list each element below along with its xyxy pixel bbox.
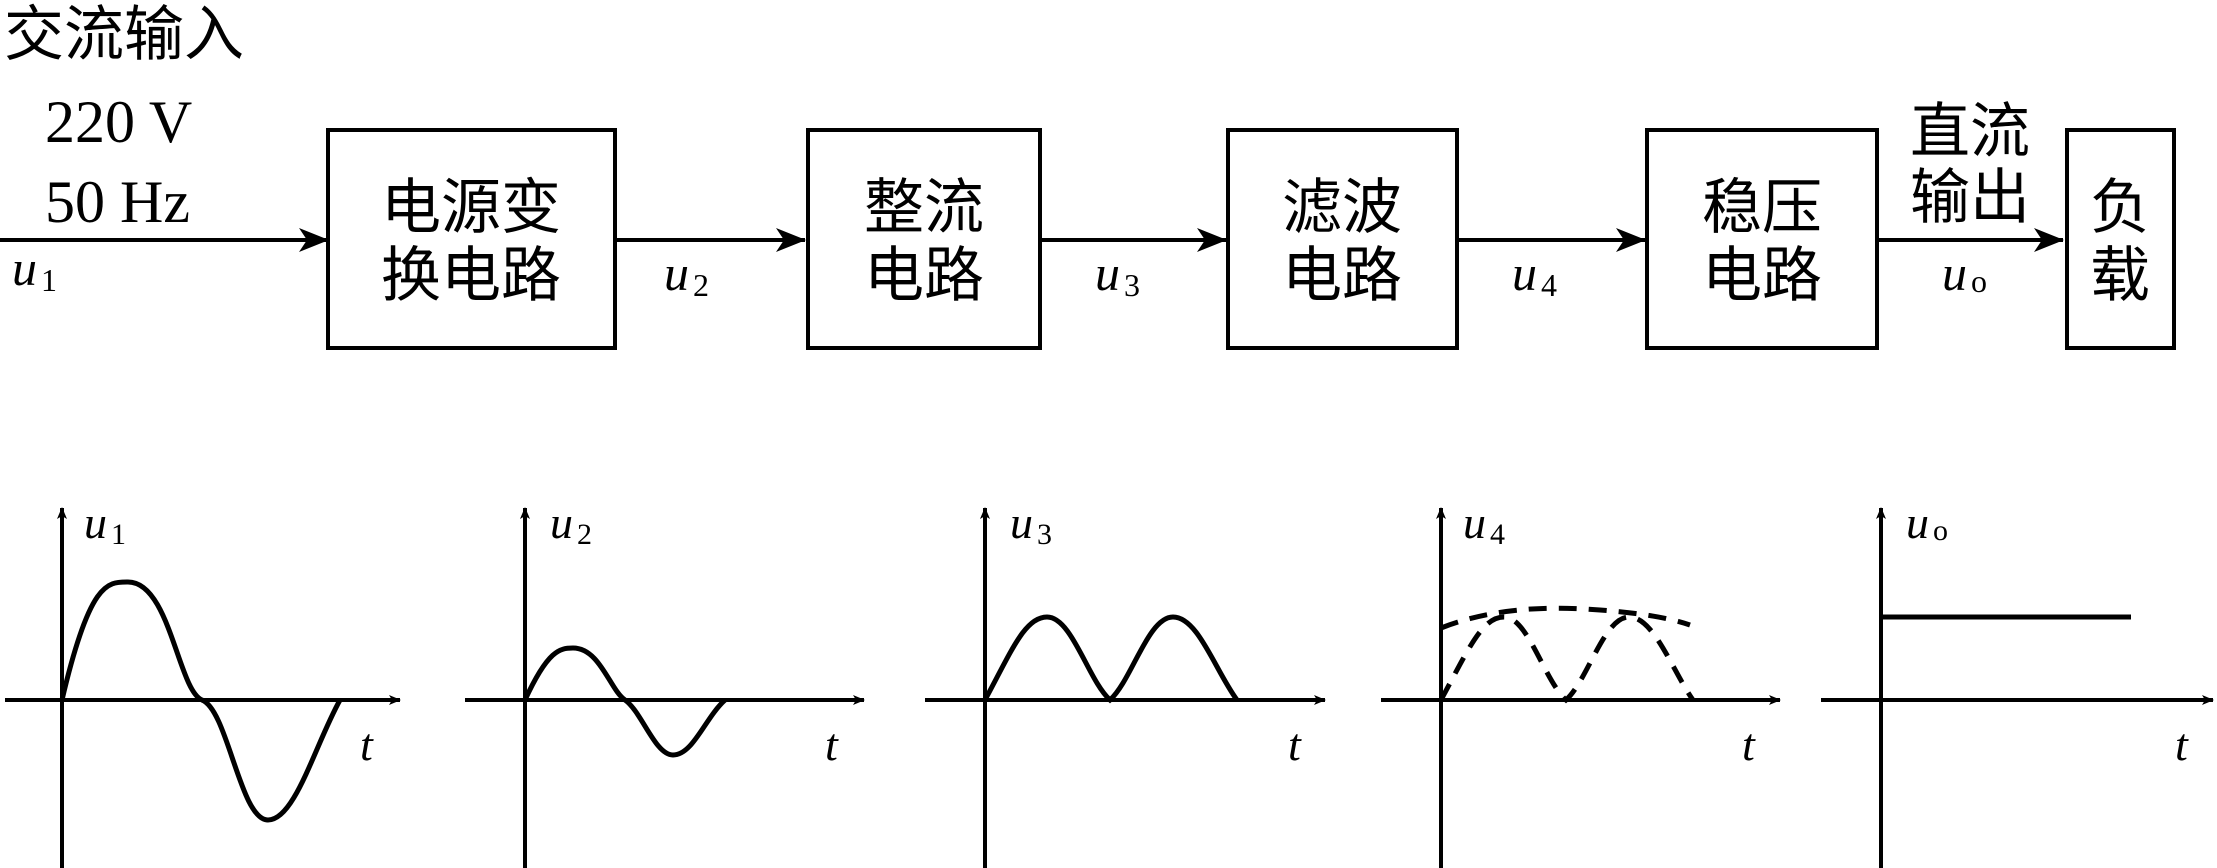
block-load: 负 载: [2065, 128, 2176, 350]
output-label-line1: 直流: [1910, 97, 2030, 167]
input-frequency: 50 Hz: [45, 169, 190, 235]
output-label-line2: 输出: [1910, 163, 2030, 233]
block-filter: 滤波 电路: [1226, 128, 1459, 350]
block-label-line2: 换电路: [381, 241, 561, 311]
waveform-sine-small: [522, 645, 727, 758]
block-label-line2: 电路: [1702, 241, 1822, 311]
waveform-rectified-dashed: [1438, 614, 1696, 704]
waveform-sine-large: [59, 579, 343, 823]
block-label-line1: 电源变: [381, 173, 561, 243]
block-label-line2: 载: [2090, 241, 2150, 311]
axis-label-t: t: [825, 719, 839, 770]
input-label: 交流输入: [4, 0, 244, 70]
waveform-filtered-envelope: [1440, 605, 1691, 631]
block-label-line1: 负: [2090, 173, 2150, 243]
axis-label-t: t: [1742, 719, 1756, 770]
input-voltage: 220 V: [45, 89, 192, 155]
axis-label-t: t: [360, 719, 374, 770]
block-label-line2: 电路: [1282, 241, 1402, 311]
axis-label-t: t: [2175, 719, 2189, 770]
block-rectifier: 整流 电路: [806, 128, 1042, 350]
block-label-line1: 整流: [864, 173, 984, 243]
block-label-line2: 电路: [864, 241, 984, 311]
axis-label-t: t: [1288, 719, 1302, 770]
block-label-line1: 稳压: [1702, 173, 1822, 243]
block-label-line1: 滤波: [1282, 173, 1402, 243]
block-transformer: 电源变 换电路: [326, 128, 617, 350]
waveform-full-wave-rectified: [982, 614, 1240, 704]
block-regulator: 稳压 电路: [1645, 128, 1879, 350]
